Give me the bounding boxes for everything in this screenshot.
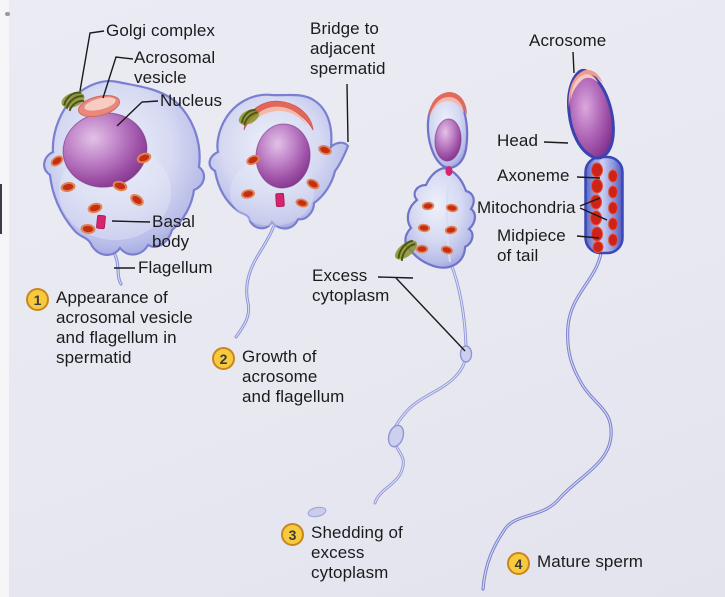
leader-acrosome [572, 51, 575, 74]
leader-head [543, 141, 569, 144]
leader-mitochondria-1 [579, 197, 601, 207]
spermatid-stage-1 [43, 80, 206, 286]
label-excess-cytoplasm: Excess cytoplasm [312, 266, 390, 305]
step-3-text: Shedding of excess cytoplasm [311, 523, 403, 582]
shed-cytoplasm-droplet [307, 506, 327, 518]
leader-midpiece [576, 235, 600, 239]
head-4 [567, 68, 615, 160]
acrosome-cap-3 [428, 92, 467, 120]
scan-margin [0, 0, 9, 597]
mitochondria-1 [50, 152, 152, 235]
step-4-badge: 4 [507, 552, 530, 575]
basal-body-3 [445, 166, 453, 176]
leader-basal-body [111, 220, 151, 223]
label-axoneme: Axoneme [497, 166, 570, 185]
leader-acrosomal-vesicle [102, 56, 134, 99]
tail-4 [481, 251, 613, 591]
step-2-text: Growth of acrosome and flagellum [242, 347, 345, 406]
spermatid-stage-3 [307, 92, 476, 518]
scan-artifact-line [0, 184, 2, 234]
step-4-text: Mature sperm [537, 552, 644, 571]
leader-nucleus [116, 100, 159, 127]
step-4: 4 Mature sperm [507, 552, 643, 575]
label-head: Head [497, 131, 539, 150]
label-acrosomal-vesicle: Acrosomal vesicle [134, 48, 216, 87]
leader-excess-cytoplasm-2 [395, 277, 466, 352]
basal-body-2 [275, 192, 285, 208]
label-flagellum: Flagellum [138, 258, 213, 277]
step-3: 3 Shedding of excess cytoplasm [281, 523, 403, 583]
mitochondria-2 [241, 145, 332, 208]
step-1-badge: 1 [26, 288, 49, 311]
spermatid-stage-2 [208, 93, 350, 339]
step-2-badge: 2 [212, 347, 235, 370]
leader-golgi [79, 30, 105, 92]
step-2: 2 Growth of acrosome and flagellum [212, 347, 344, 407]
label-golgi-complex: Golgi complex [106, 21, 216, 40]
step-1-text: Appearance of acrosomal vesicle and flag… [56, 288, 193, 367]
nucleus-3 [434, 118, 462, 162]
nucleus-2 [255, 123, 311, 189]
label-bridge: Bridge to adjacent spermatid [310, 19, 386, 78]
scan-artifact-speck [5, 12, 10, 16]
leader-lines [79, 30, 608, 352]
label-mitochondria: Mitochondria [477, 198, 576, 217]
label-basal-body: Basal body [152, 212, 196, 251]
leader-excess-cytoplasm-1 [377, 276, 414, 279]
basal-body-1 [96, 214, 106, 230]
mature-sperm [481, 68, 624, 591]
acrosome-cap-4 [568, 69, 603, 108]
golgi-apparatus-2 [238, 109, 260, 126]
cytoplasm-bulge [387, 424, 405, 448]
golgi-apparatus-1 [61, 91, 85, 112]
mitochondria-4 [590, 162, 618, 253]
label-nucleus: Nucleus [160, 91, 223, 110]
step-1: 1 Appearance of acrosomal vesicle and fl… [26, 288, 193, 368]
step-3-badge: 3 [281, 523, 304, 546]
label-midpiece-of-tail: Midpiece of tail [497, 226, 566, 265]
leader-mitochondria-2 [579, 207, 608, 221]
leader-axoneme [576, 176, 601, 179]
mitochondria-3 [415, 201, 459, 255]
excess-cytoplasm-body [404, 166, 476, 269]
label-acrosome: Acrosome [529, 31, 607, 50]
golgi-apparatus-3 [395, 239, 417, 261]
leader-bridge [346, 83, 349, 143]
